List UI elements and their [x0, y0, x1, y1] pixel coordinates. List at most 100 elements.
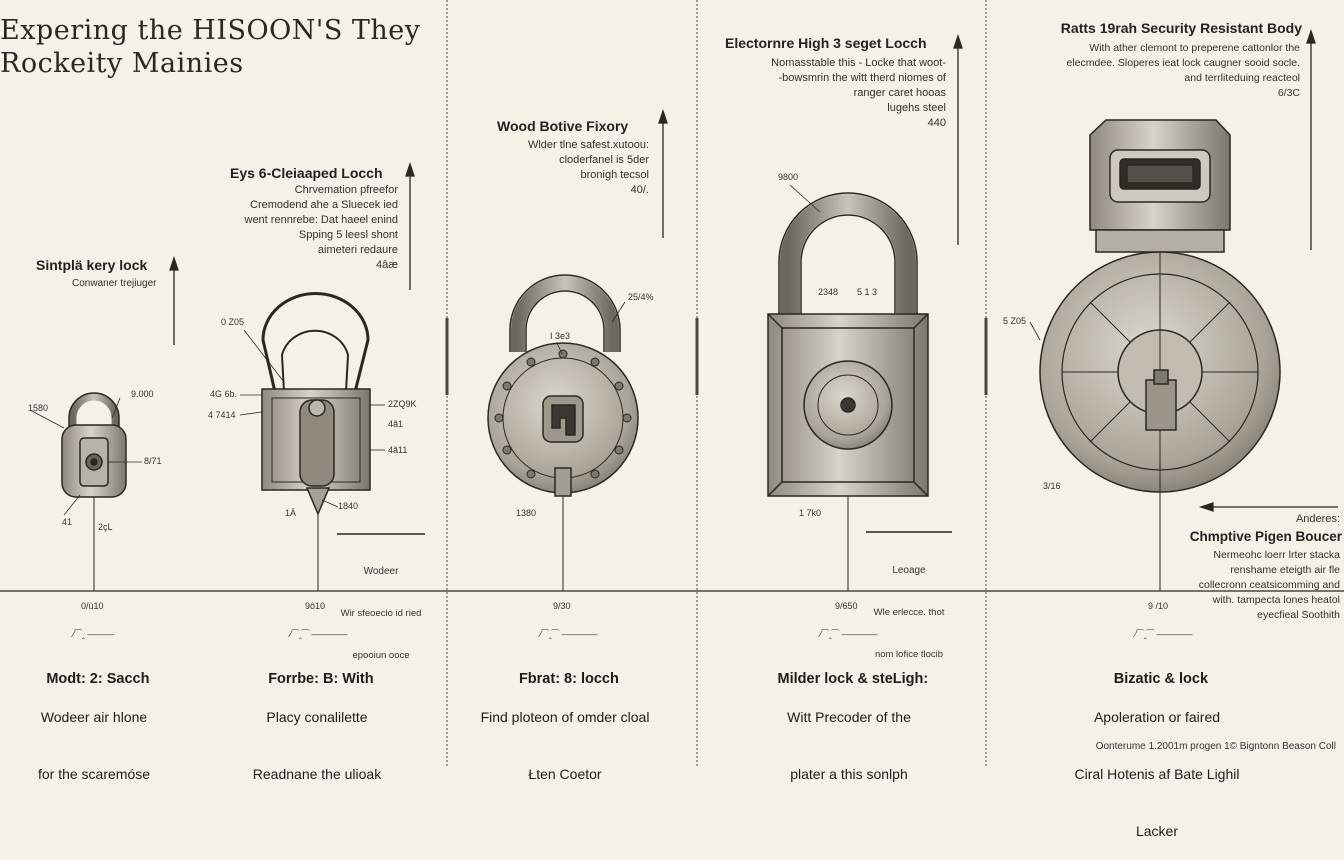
side-note-1-title: Wodeer: [363, 566, 399, 577]
lock-1-dim-line: [111, 397, 121, 419]
lock-5-caption-line: Apoleration or faired: [1093, 709, 1221, 725]
rivet: [622, 413, 632, 423]
spoke: [1189, 301, 1231, 343]
lock-1-dim-5: 2çL: [98, 522, 113, 532]
lock-3-note: Wlder tlne safest.xutoou: cloderfanel is…: [527, 139, 649, 196]
lock-1-caption: Modt: 2: Sacch Wodeer air hlone for the …: [0, 650, 194, 803]
lock-1-dim-line: [29, 409, 65, 429]
arrow-head: [1306, 28, 1316, 44]
lock-1-caption-line: Wodeer air hlone: [40, 709, 148, 725]
lock-4-illustration: [767, 184, 929, 497]
lock-5-display-glare: [1126, 164, 1194, 184]
lock-2-caption-title: Forrbe: B: With: [268, 671, 374, 687]
rivet: [502, 445, 512, 455]
lock-3-era: 9/30: [553, 601, 571, 611]
side-note-2: Leoage Wle erlecce. thot nom lofice tloc…: [864, 536, 954, 676]
lock-1-dim-2: 9.000: [131, 389, 154, 399]
rivet: [614, 445, 624, 455]
lock-3-keyplate: [542, 395, 584, 443]
lock-1-caption-title: Modt: 2: Sacch: [46, 671, 150, 687]
rivet: [526, 469, 536, 479]
rivet: [590, 469, 600, 479]
rivet: [590, 357, 600, 367]
lock-5-dim-2: 3/16: [1043, 481, 1061, 491]
lock-1-heading: Sintplä kery lock: [36, 257, 148, 273]
lock-4-caption-line: Witt Precoder of the: [787, 709, 911, 725]
side-note-2-line: Wle erlecce. thot: [873, 607, 945, 618]
lock-2-dim-line: [243, 329, 285, 383]
lock-1-era: 0/ù10: [81, 601, 104, 611]
arrow-head: [405, 161, 415, 177]
page-title: Expering the HISOON'S They Rockeity Main…: [0, 14, 421, 80]
lock-4-keyhole: [840, 397, 856, 413]
lock-2-era: 9ô10: [305, 601, 326, 611]
lock-3-heading: Wood Botive Fixory: [497, 118, 629, 134]
right-box-pointer: [1198, 502, 1338, 512]
side-note-2-line: nom lofice tlocib: [874, 649, 944, 660]
lock-2-dim-line: [239, 411, 263, 416]
lock-1-dim-line: [63, 494, 81, 516]
pointer-head: [1198, 502, 1214, 512]
lock-4-timeline-label: ⁄⁀‸⁀ ————: [820, 629, 878, 639]
lock-5-neck: [1095, 229, 1225, 253]
lock-5-era: 9 /10: [1148, 601, 1169, 611]
footer-credit: Oonterume 1.2001m progen 1© Bigntonn Bea…: [1095, 741, 1336, 752]
lock-4-dial-inner: [817, 374, 879, 436]
lock-4-bevel-corner: [913, 481, 929, 497]
lock-3-dim-line: [611, 301, 626, 323]
rivet: [494, 413, 504, 423]
scale-arrows: [169, 28, 1316, 345]
lock-4-shackle: [780, 194, 916, 320]
lock-1-illustration: [29, 392, 142, 516]
lock-2-shackle-outer: [261, 292, 370, 393]
rivet: [526, 357, 536, 367]
lock-2-dim-3: 4 7414: [208, 410, 236, 420]
lock-3-dim-3: 1380: [516, 508, 537, 518]
lock-4-bevel: [781, 327, 915, 483]
lock-2-timeline-label: ⁄⁀‸⁀ ————: [290, 629, 348, 639]
side-note-1: Wodeer Wir sfeoeclo id ried epooiun ooce: [336, 537, 426, 677]
lock-3-dim-1: 25/4%: [628, 292, 654, 302]
lock-2-dim-5: 4ã1: [388, 419, 404, 429]
lock-4-note: Nomasstable this - Locke that woot- -bow…: [771, 57, 946, 129]
lock-2-knob: [308, 399, 326, 417]
side-note-1-line: epooiun ooce: [352, 650, 410, 661]
lock-1-dim-4: 41: [62, 517, 73, 527]
lock-4-dim-line: [789, 184, 821, 213]
lock-1-keyhole-core: [90, 458, 98, 466]
lock-5-dim-1: 5 Z05: [1003, 316, 1027, 326]
lock-3-caption-line: Find ploteon of omder cloal: [480, 709, 650, 725]
lock-1-shackle: [69, 393, 119, 428]
lock-2-dim-6: 4ã11: [388, 445, 408, 455]
arrow-head: [169, 255, 179, 271]
right-box-heading: Chmptive Pigen Boucer: [1189, 529, 1342, 544]
lock-3-keyhole: [551, 404, 576, 436]
arrow-head: [953, 33, 963, 49]
lock-5-illustration: [1029, 119, 1281, 493]
spoke: [1189, 401, 1231, 443]
title-line-2: Rockeity Mainies: [0, 48, 244, 79]
lock-2-caption-line: Placy conalilette: [266, 709, 368, 725]
lock-5-dim-line: [1029, 321, 1041, 341]
spoke: [1089, 301, 1131, 343]
lock-4-dim-4: 1 7k0: [799, 508, 822, 518]
lock-2-dim-line: [321, 499, 339, 508]
lock-2-shackle-inner: [280, 329, 350, 393]
lock-4-bevel-corner: [913, 313, 929, 329]
lock-3-dim-line: [556, 342, 563, 355]
lock-4-caption-title: Milder lock & steLigh:: [777, 671, 929, 687]
lock-4-heading: Electornre High 3 seget Locch: [725, 35, 927, 51]
side-note-2-title: Leoage: [892, 565, 926, 576]
lock-3-timeline-label: ⁄⁀‸⁀ ————: [540, 629, 598, 639]
lock-4-dim-3: 5 1 3: [857, 287, 878, 297]
lock-1-timeline-label: ⁄⁀‸ ———: [73, 629, 115, 639]
lock-2-illustration: [239, 292, 385, 516]
lock-5-latch-top: [1153, 369, 1169, 385]
lock-5-caption-line: Lacker: [1135, 823, 1179, 839]
title-line-1: Expering the HISOON'S They: [0, 15, 421, 46]
rivet: [614, 381, 624, 391]
lock-1-shackle-outline: [68, 392, 120, 428]
lock-3-dim-2: I 3e3: [550, 331, 571, 341]
lock-5-caption: Bizatic & lock Apoleration or faired Cir…: [1057, 650, 1257, 860]
lock-3-tail: [554, 467, 572, 497]
